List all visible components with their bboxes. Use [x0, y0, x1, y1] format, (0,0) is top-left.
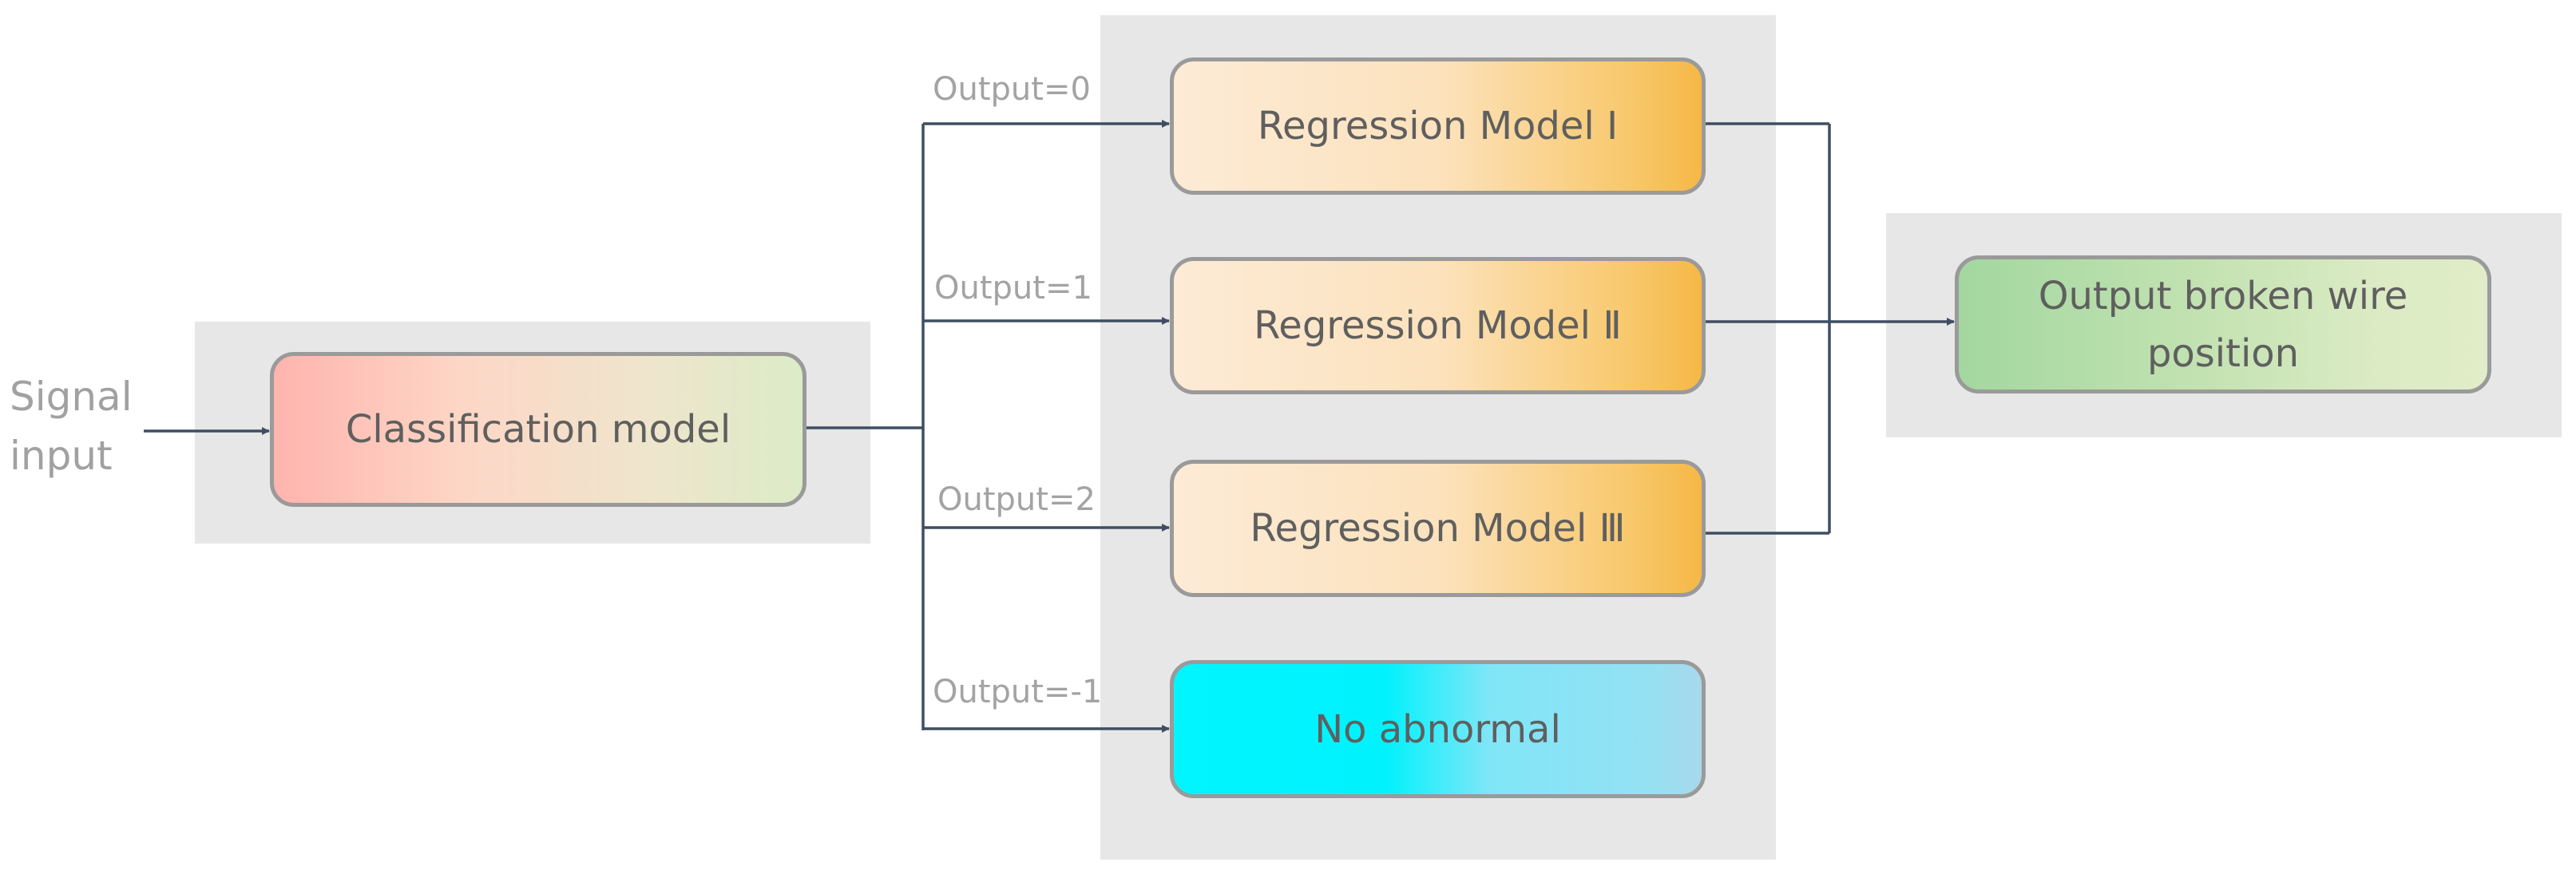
classification-model-box: Classification model	[270, 352, 806, 507]
output-position-box: Output broken wire position	[1955, 255, 2491, 393]
output-label-0: Output=0	[933, 71, 1091, 108]
regression-model-2-label: Regression Model Ⅱ	[1254, 303, 1622, 348]
regression-model-1-label: Regression Model I	[1257, 104, 1619, 148]
classification-model-label: Classification model	[345, 407, 731, 452]
signal-input-label: Signal input	[10, 374, 133, 479]
output-label-2: Output=2	[937, 481, 1096, 518]
no-abnormal-box: No abnormal	[1170, 660, 1706, 798]
no-abnormal-label: No abnormal	[1314, 706, 1561, 752]
regression-model-1-box: Regression Model I	[1170, 57, 1706, 195]
output-position-label: Output broken wire position	[2038, 273, 2408, 376]
output-label-minus-1: Output=-1	[933, 674, 1103, 710]
regression-model-3-label: Regression Model Ⅲ	[1250, 506, 1626, 551]
output-label-1: Output=1	[934, 270, 1092, 306]
regression-model-3-box: Regression Model Ⅲ	[1170, 460, 1706, 597]
regression-model-2-box: Regression Model Ⅱ	[1170, 257, 1706, 394]
